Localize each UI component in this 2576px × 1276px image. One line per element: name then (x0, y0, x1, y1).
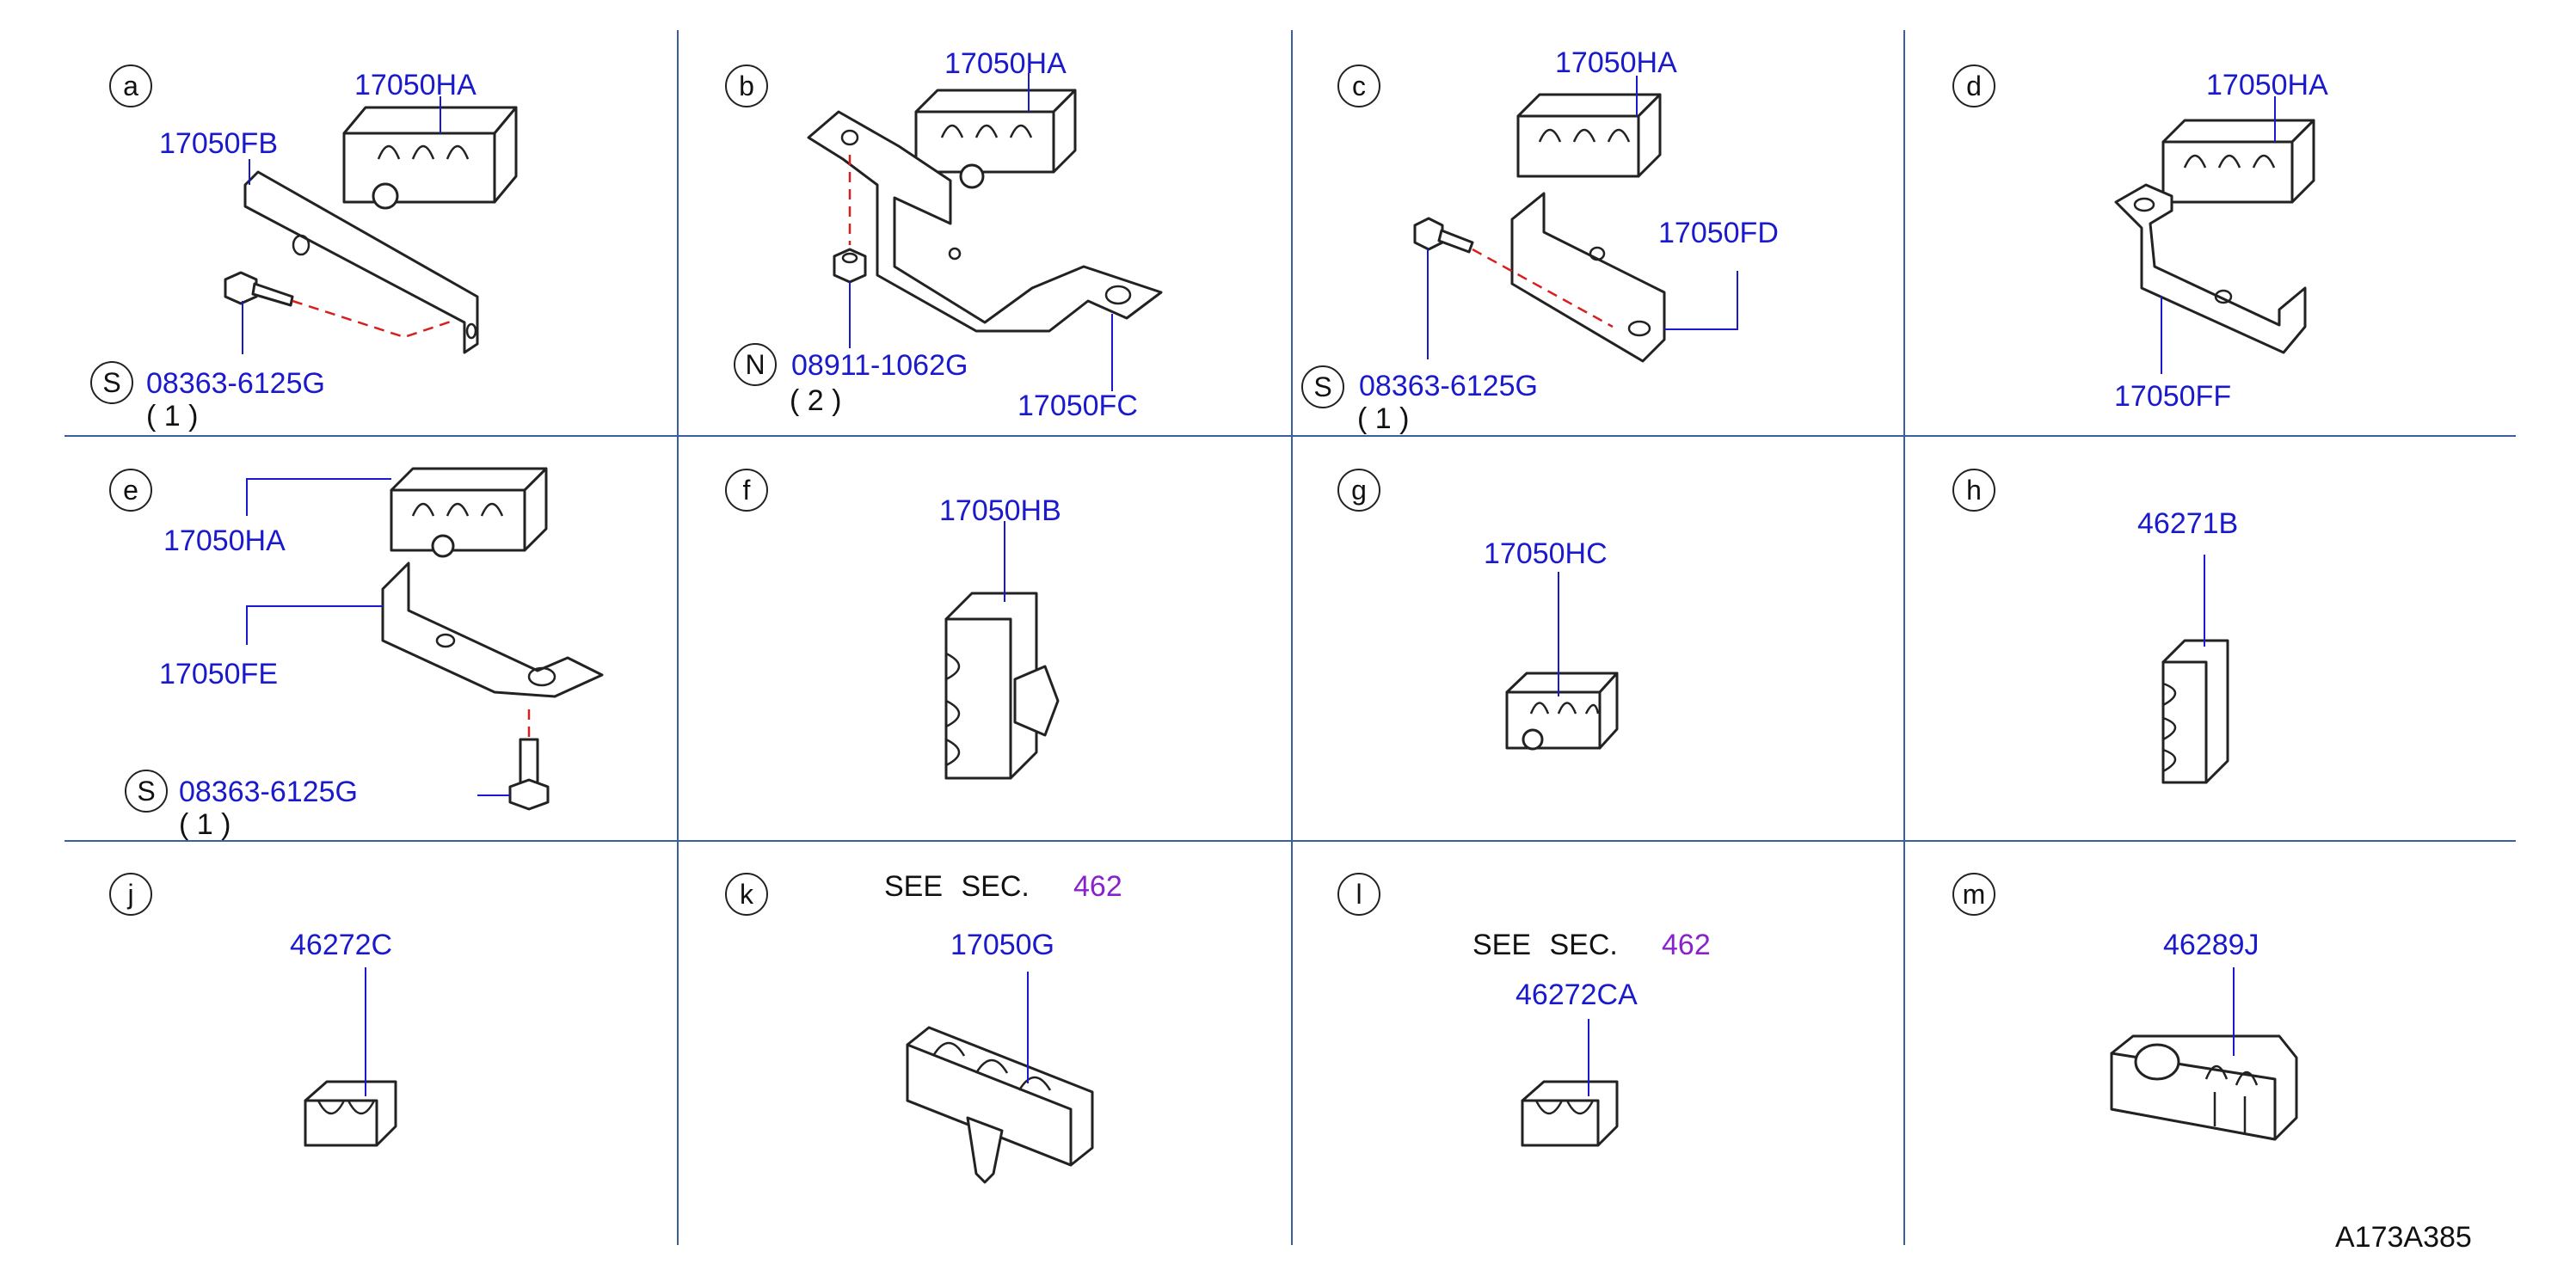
bolt-08363-6125g-e (508, 738, 550, 811)
part-label-17050ff: 17050FF (2114, 380, 2231, 413)
part-label-17050hb: 17050HB (939, 494, 1061, 527)
part-label-08363-6125g-a: 08363-6125G (146, 367, 325, 400)
panel-m-marker (1952, 873, 1995, 916)
panel-g: g 17050HC (1337, 469, 1619, 751)
qty-e: ( 1 ) (179, 808, 231, 841)
part-label-46289j: 46289J (2163, 929, 2259, 961)
panel-e-marker (109, 469, 152, 512)
nut-08911-1062g (833, 248, 867, 284)
part-label-17050ha-c: 17050HA (1555, 46, 1677, 79)
bolt-08363-6125g-a (224, 271, 294, 307)
clip-46289j (2110, 1034, 2298, 1141)
part-label-08363-6125g-c: 08363-6125G (1359, 370, 1538, 402)
grid-lines (65, 30, 2516, 1245)
bracket-17050fc (807, 110, 1163, 333)
panel-g-letter: g (1351, 475, 1367, 506)
panel-a-letter: a (123, 71, 138, 101)
clip-17050g (906, 1026, 1094, 1184)
panel-l-letter: l (1356, 879, 1362, 910)
drawing-id: A173A385 (2335, 1221, 2472, 1254)
panel-j: j 46272C (109, 873, 397, 1147)
symbol-s-a (90, 361, 133, 404)
panel-e: e 17050HA 17050FE S 08363-6125G ( 1 ) (109, 467, 604, 841)
bracket-17050fd (1510, 192, 1666, 363)
qty-b: ( 2 ) (790, 384, 841, 417)
section-ref-l: 462 (1662, 929, 1711, 961)
panel-d: d 17050HA 17050FF (1952, 64, 2328, 413)
qty-c: ( 1 ) (1357, 402, 1409, 435)
qty-a: ( 1 ) (146, 400, 198, 432)
panel-b: b 17050HA N 08911-1062G ( 2 ) 17050FC (725, 47, 1163, 422)
panel-k-letter: k (740, 879, 754, 910)
bracket-17050fe (381, 561, 604, 698)
clip-46272ca (1521, 1080, 1619, 1147)
panel-h-letter: h (1966, 475, 1982, 506)
panel-g-marker (1337, 469, 1380, 512)
part-label-17050ha-e: 17050HA (163, 525, 286, 557)
panel-j-marker (109, 873, 152, 916)
panel-e-letter: e (123, 475, 138, 506)
panel-b-marker (725, 64, 768, 107)
part-label-17050fd: 17050FD (1658, 217, 1779, 249)
part-label-17050g: 17050G (950, 929, 1054, 961)
clip-17050hc (1505, 672, 1619, 751)
part-label-17050ha-b: 17050HA (944, 47, 1067, 80)
symbol-s-e (125, 770, 168, 813)
part-label-17050fb: 17050FB (159, 127, 278, 160)
part-label-17050hc: 17050HC (1484, 537, 1608, 570)
panel-k-marker (725, 873, 768, 916)
clip-46272c (304, 1080, 397, 1147)
clip-17050ha-d (2161, 119, 2315, 204)
part-label-46272c: 46272C (290, 929, 392, 961)
panel-h-marker (1952, 469, 1995, 512)
bracket-17050fb (243, 170, 479, 354)
panel-d-letter: d (1966, 71, 1982, 101)
panel-c-letter: c (1352, 71, 1366, 101)
symbol-n-b (734, 343, 777, 386)
bolt-08363-6125g-c (1413, 217, 1474, 254)
panel-h: h 46271B (1952, 469, 2238, 784)
symbol-s-a-text: S (102, 367, 120, 398)
part-label-08363-6125g-e: 08363-6125G (179, 776, 358, 808)
see-sec-k: SEE SEC. (884, 870, 1030, 903)
section-ref-k: 462 (1073, 870, 1122, 903)
see-sec-l: SEE SEC. (1472, 929, 1618, 961)
part-label-46272ca: 46272CA (1515, 978, 1638, 1011)
symbol-s-e-text: S (137, 776, 155, 807)
panel-k: k SEE SEC. 462 17050G (725, 870, 1122, 1184)
panel-l: l SEE SEC. 462 46272CA (1337, 873, 1711, 1147)
panel-c: c 17050HA 17050FD S 08363-6125G ( 1 ) (1301, 46, 1779, 435)
panel-m: m 46289J (1952, 873, 2298, 1141)
part-label-17050fc: 17050FC (1017, 390, 1138, 422)
symbol-n-b-text: N (745, 349, 765, 380)
clip-17050ha-b (914, 89, 1077, 189)
panel-c-marker (1337, 64, 1380, 107)
clip-17050ha-c (1516, 93, 1662, 178)
panel-a-marker (109, 64, 152, 107)
panel-j-letter: j (126, 879, 133, 910)
clip-17050ha-a (342, 106, 518, 210)
panel-a: a 17050HA 17050FB S 08363-6125G ( 1 ) (90, 64, 518, 432)
panel-f-letter: f (743, 475, 751, 506)
panel-l-marker (1337, 873, 1380, 916)
symbol-s-c-text: S (1313, 371, 1331, 402)
clip-17050hb (944, 592, 1060, 780)
part-label-17050fe: 17050FE (159, 658, 278, 690)
panel-b-letter: b (739, 71, 754, 101)
bracket-17050ff (2114, 183, 2307, 354)
clip-17050ha-e (390, 467, 548, 558)
panel-m-letter: m (1963, 879, 1986, 910)
part-label-46271b: 46271B (2137, 507, 2238, 540)
panel-f-marker (725, 469, 768, 512)
clip-46271b (2161, 639, 2229, 784)
panel-f: f 17050HB (725, 469, 1061, 780)
panel-d-marker (1952, 64, 1995, 107)
symbol-s-c (1301, 365, 1344, 408)
part-label-17050ha-d: 17050HA (2206, 69, 2328, 101)
part-label-17050ha-a: 17050HA (354, 69, 476, 101)
part-label-08911-1062g: 08911-1062G (791, 349, 968, 382)
